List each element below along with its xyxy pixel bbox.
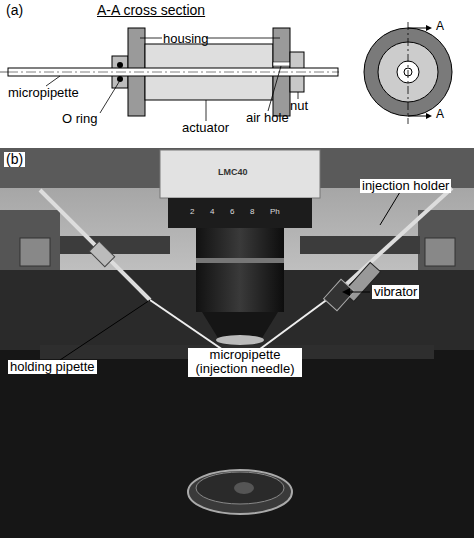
dial-number: 2 — [190, 208, 194, 217]
part-name: micropipette (injection needle) — [188, 348, 302, 377]
section-mark: A — [436, 20, 444, 33]
part-name: O ring — [62, 112, 97, 126]
dial-number: Ph — [270, 208, 280, 217]
section-title: A-A cross section — [97, 3, 205, 18]
dial-number: 4 — [210, 208, 214, 217]
dial-number: 8 — [250, 208, 254, 217]
part-name: holding pipette — [8, 360, 97, 374]
panel-letter: (a) — [6, 3, 23, 18]
part-name: injection holder — [360, 179, 451, 193]
dial-number: 6 — [230, 208, 234, 217]
part-name: nut — [290, 99, 308, 113]
part-name: housing — [163, 32, 209, 46]
lens-marking: LMC40 — [218, 168, 248, 178]
end-view — [364, 22, 452, 124]
panel-letter: (b) — [4, 152, 25, 167]
cross-section — [0, 28, 340, 121]
photograph — [0, 148, 474, 538]
part-name: actuator — [182, 121, 229, 135]
part-name: air hole — [246, 111, 289, 125]
section-mark: A — [436, 108, 444, 121]
part-name: micropipette — [8, 86, 79, 100]
part-name: vibrator — [372, 285, 419, 299]
